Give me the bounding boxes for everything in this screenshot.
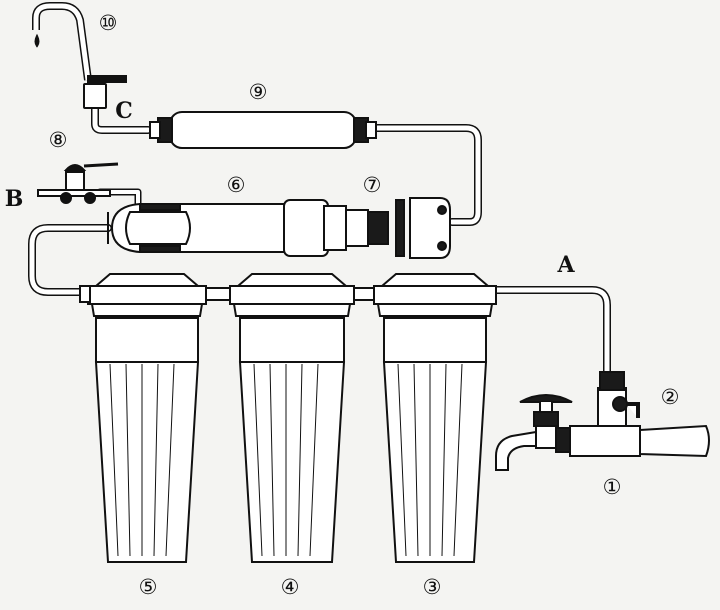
label-2: ②	[661, 385, 680, 409]
label-a: A	[556, 252, 575, 278]
label-1: ①	[603, 475, 622, 499]
label-7: ⑦	[363, 173, 382, 197]
tubing	[28, 104, 611, 376]
drain-saddle-valve	[37, 162, 119, 204]
label-6: ⑥	[227, 173, 246, 197]
filter-housing-4	[229, 273, 355, 563]
label-b: B	[5, 186, 24, 212]
filter-housing-3	[373, 273, 497, 563]
filter-housing-5	[87, 273, 207, 563]
label-10: ⑩	[99, 11, 118, 35]
water-drop-icon	[34, 33, 40, 48]
faucet	[32, 2, 127, 109]
label-8: ⑧	[49, 128, 68, 152]
flow-restrictor	[395, 197, 451, 259]
label-4: ④	[281, 575, 300, 599]
label-5: ⑤	[139, 575, 158, 599]
ro-membrane-housing	[107, 199, 389, 257]
feed-water-adapter	[495, 371, 710, 471]
labels: ⑩ ⑨ ⑧ ⑥ ⑦ ② ① ⑤ ④ ③ A B C	[5, 11, 680, 599]
label-c: C	[115, 98, 133, 124]
label-3: ③	[423, 575, 442, 599]
post-carbon-filter	[149, 111, 377, 149]
housing-connectors	[79, 285, 375, 303]
label-9: ⑨	[249, 80, 268, 104]
